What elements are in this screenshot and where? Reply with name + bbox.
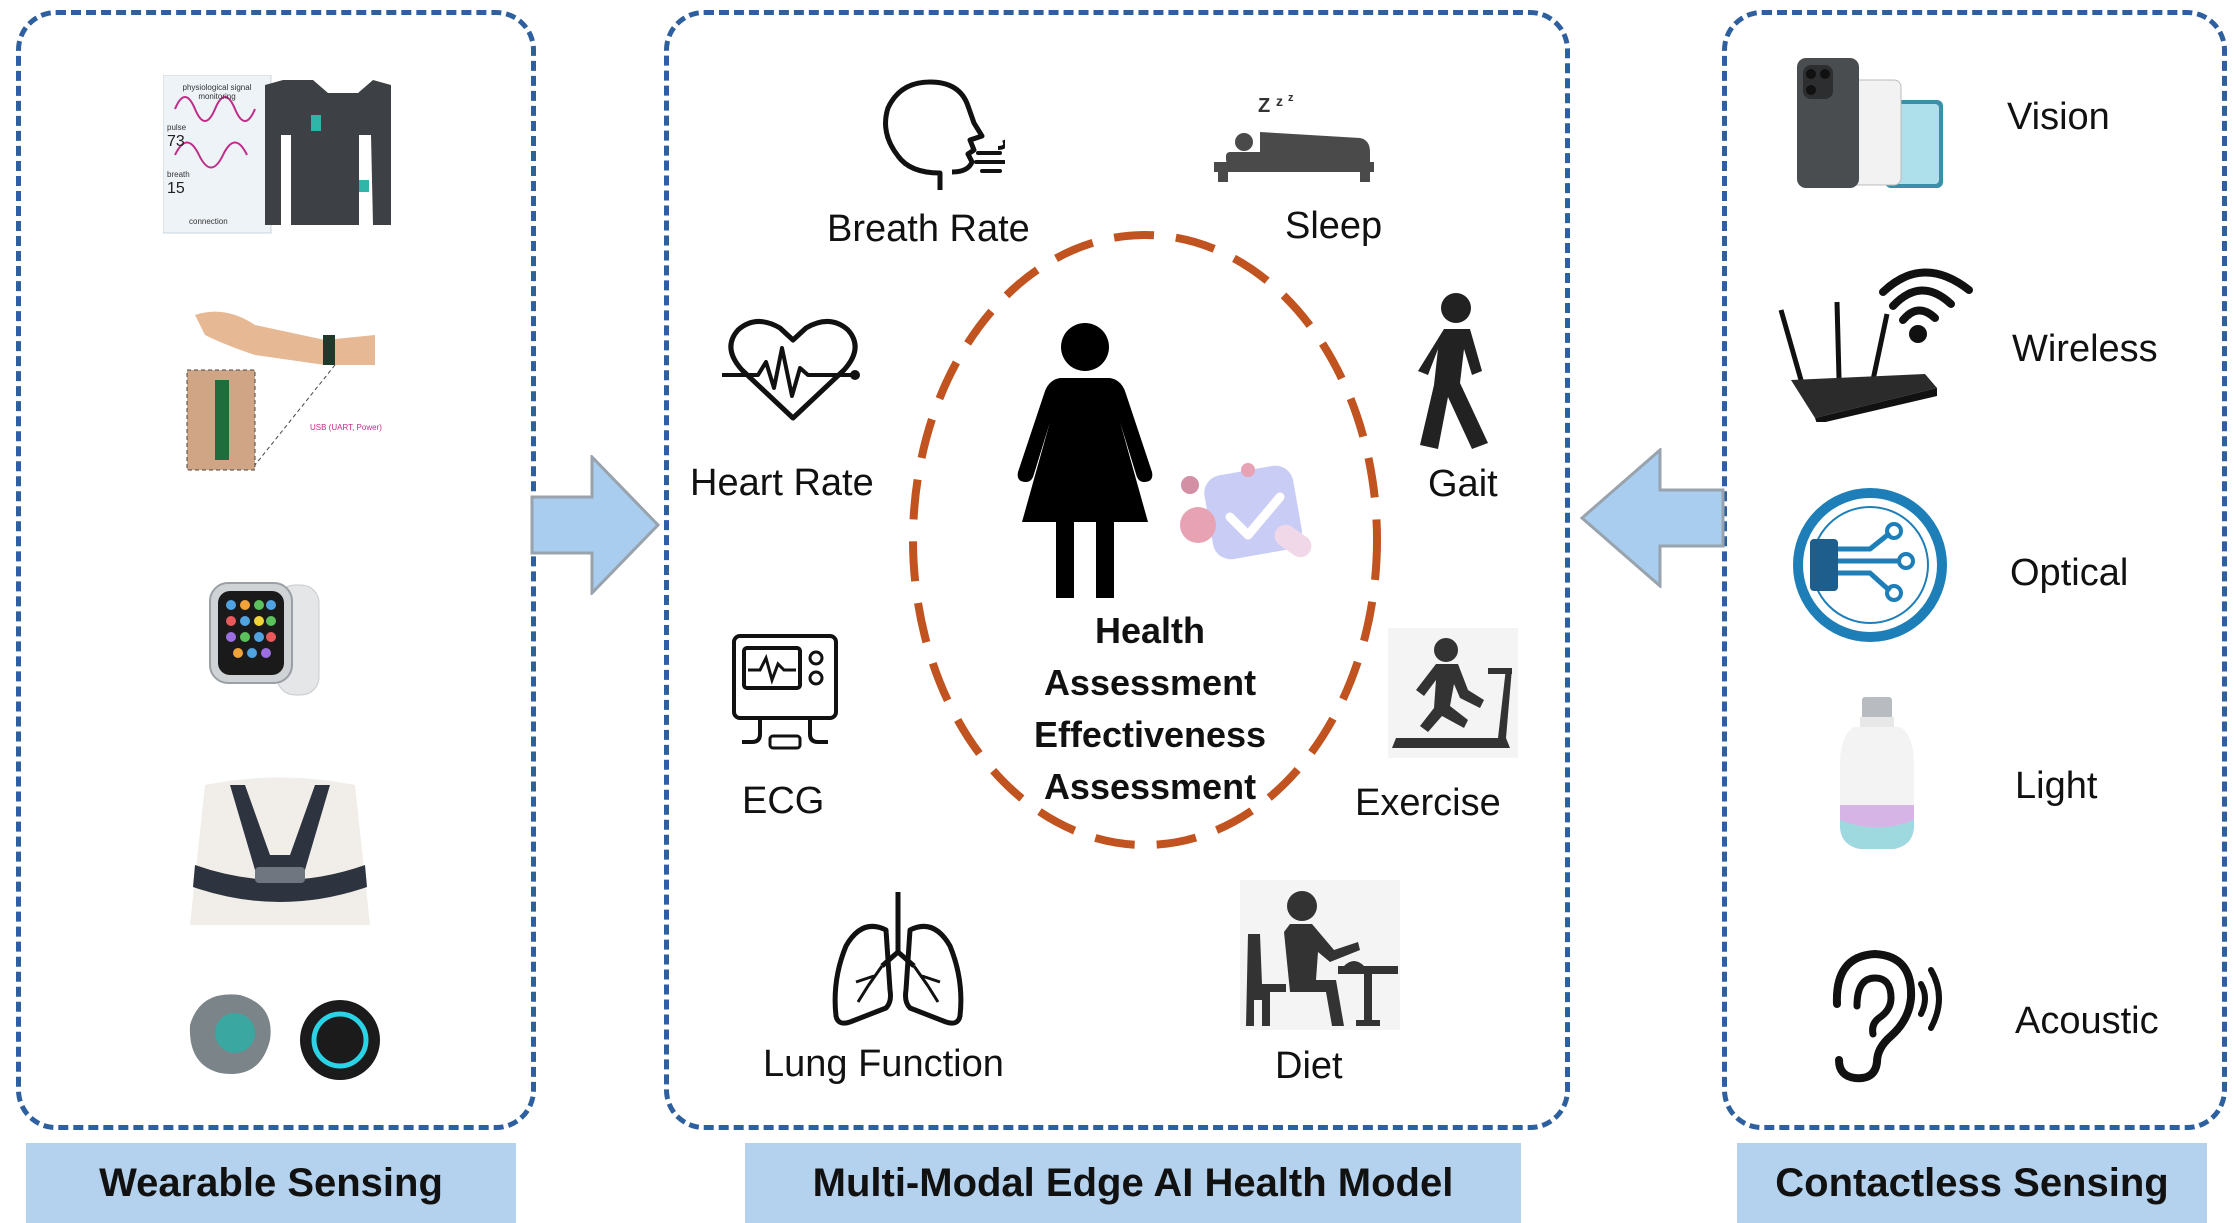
light-bulb-icon xyxy=(1840,697,1914,849)
light-label: Light xyxy=(2015,765,2098,807)
diet-label: Diet xyxy=(1275,1045,1343,1087)
shirt-caption-text: physiological signal monitoring xyxy=(182,83,252,101)
shirt-pulse-label: pulse xyxy=(167,123,187,132)
svg-text:Z: Z xyxy=(1258,95,1270,117)
heart-pulse-icon xyxy=(722,319,860,421)
ecg-monitor-icon xyxy=(732,634,838,750)
wearable-sensing-caption: Wearable Sensing xyxy=(26,1143,516,1223)
core-text-effectiveness: Effectiveness xyxy=(1033,714,1267,755)
optical-fiber-icon xyxy=(1793,488,1947,642)
core-text-assessment: Assessment xyxy=(1043,662,1257,703)
heart-rate-label: Heart Rate xyxy=(690,462,874,504)
breathing-face-icon xyxy=(883,79,1005,190)
ecg-label: ECG xyxy=(742,780,825,822)
treadmill-icon xyxy=(1388,628,1518,758)
wrist-sensor-icon: USB (UART, Power) xyxy=(185,295,385,475)
usb-uart-label: USB (UART, Power) xyxy=(310,423,382,432)
shirt-breath-label: breath xyxy=(167,170,190,179)
lung-function-label: Lung Function xyxy=(763,1043,1004,1085)
lungs-icon xyxy=(832,892,964,1026)
optical-label: Optical xyxy=(2010,552,2129,594)
walking-person-icon xyxy=(1418,293,1488,449)
contactless-sensing-caption: Contactless Sensing xyxy=(1737,1143,2207,1223)
gait-label: Gait xyxy=(1428,463,1498,505)
exercise-label: Exercise xyxy=(1355,782,1501,824)
edge-ai-panel xyxy=(664,10,1570,1130)
wearable-panel xyxy=(16,10,536,1130)
smartphones-icon xyxy=(1797,58,1943,188)
svg-text:z: z xyxy=(1276,93,1283,109)
core-text-assessment-2: Assessment xyxy=(1043,766,1257,807)
core-text-block: Health Assessment Effectiveness Assessme… xyxy=(1010,605,1290,813)
smartwatch-icon xyxy=(209,582,320,696)
wireless-label: Wireless xyxy=(2012,328,2158,370)
sleep-label: Sleep xyxy=(1285,205,1383,247)
smart-shirt-icon: physiological signal monitoring pulse 73… xyxy=(163,75,393,235)
contactless-panel xyxy=(1722,10,2227,1130)
left-arrow-icon xyxy=(1580,448,1725,588)
core-text-health: Health xyxy=(1094,610,1206,651)
ear-sound-icon xyxy=(1832,949,1942,1083)
svg-text:z: z xyxy=(1288,92,1294,104)
earbuds-icon xyxy=(189,994,380,1080)
edge-ai-model-caption: Multi-Modal Edge AI Health Model xyxy=(745,1143,1521,1223)
dining-person-icon xyxy=(1240,880,1400,1030)
wifi-router-icon xyxy=(1778,268,1973,422)
health-check-badge-icon xyxy=(1180,463,1312,560)
shirt-breath-value: 15 xyxy=(167,180,185,197)
chest-strap-icon xyxy=(190,777,370,925)
vision-label: Vision xyxy=(2007,96,2110,138)
shirt-pulse-value: 73 xyxy=(167,133,185,150)
right-arrow-icon xyxy=(530,455,660,595)
core-dashed-ring xyxy=(909,231,1381,849)
sleep-bed-icon: Z z z xyxy=(1214,92,1374,182)
woman-figure-icon xyxy=(1017,323,1153,598)
shirt-connection-label: connection xyxy=(189,217,228,226)
acoustic-label: Acoustic xyxy=(2015,1000,2159,1042)
breath-rate-label: Breath Rate xyxy=(827,208,1030,250)
